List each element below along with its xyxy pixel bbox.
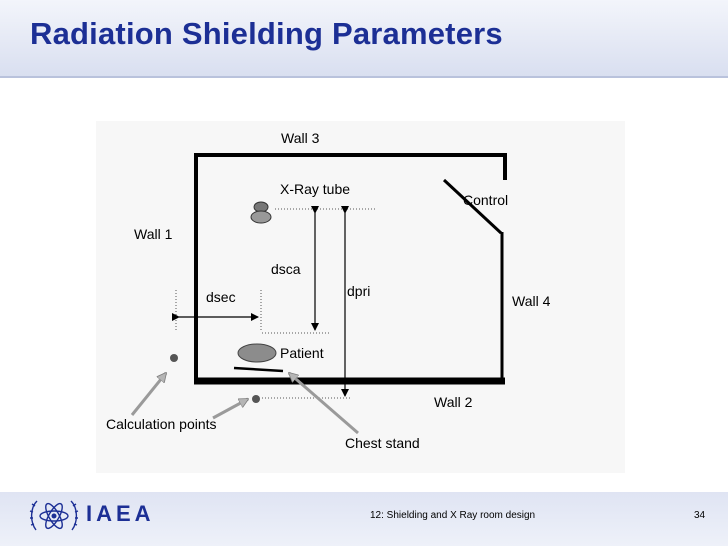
label-wall-3: Wall 3 (281, 130, 320, 146)
label-dsec: dsec (206, 289, 236, 305)
label-control: Control (463, 192, 508, 208)
slide-header: Radiation Shielding Parameters (0, 0, 728, 78)
control-partition-line (442, 178, 503, 235)
page-number: 34 (694, 510, 706, 521)
patient-icon (237, 343, 277, 363)
footer-caption: 12: Shielding and X Ray room design (370, 510, 536, 521)
calc-pointer-arrow-2 (212, 397, 248, 420)
label-calculation-points: Calculation points (106, 416, 217, 432)
diagram-panel (96, 121, 625, 473)
wall-3-line (194, 153, 507, 381)
chest-stand-line (233, 366, 284, 373)
slide-title: Radiation Shielding Parameters (30, 16, 503, 51)
iaea-wordmark: IAEA (86, 501, 155, 526)
label-chest-stand: Chest stand (345, 435, 420, 451)
label-wall-4: Wall 4 (512, 293, 551, 309)
label-patient: Patient (280, 345, 324, 361)
footer-bar (0, 492, 728, 546)
calculation-point-2 (252, 395, 260, 403)
label-wall-1: Wall 1 (134, 226, 173, 242)
label-xray-tube: X-Ray tube (280, 181, 350, 197)
label-dpri: dpri (347, 283, 370, 299)
chest-stand-pointer-arrow (289, 373, 359, 435)
label-wall-2: Wall 2 (434, 394, 473, 410)
calculation-point-1 (170, 354, 178, 362)
iaea-logo-icon (29, 500, 79, 531)
label-dsca: dsca (271, 261, 301, 277)
xray-tube-icon (250, 201, 272, 224)
calc-pointer-arrow-1 (130, 373, 166, 416)
